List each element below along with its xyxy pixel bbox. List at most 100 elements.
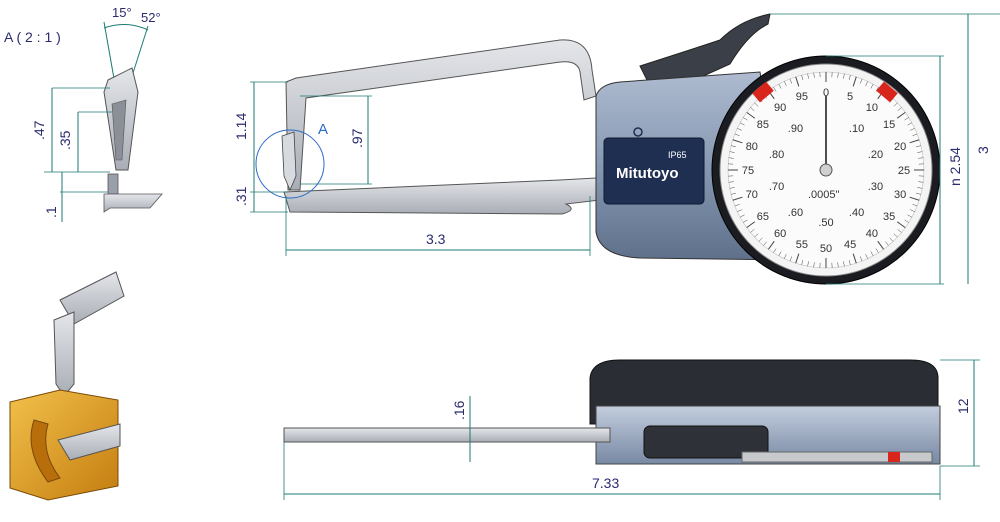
dial-tick	[795, 76, 800, 87]
dial-tick	[734, 133, 740, 136]
dial-outer-number: 95	[796, 91, 808, 103]
dial-tick	[732, 139, 743, 144]
dial-tick	[870, 84, 874, 89]
dim-114-label: 1.14	[233, 113, 249, 140]
dial-tick	[917, 187, 923, 189]
dial-tick	[843, 73, 845, 79]
dial-tick	[907, 214, 912, 218]
screw-icon	[633, 127, 643, 137]
dim-035-label: .35	[57, 130, 73, 150]
tolerance-clip-right	[876, 81, 898, 103]
callout-label: A	[318, 121, 328, 138]
dim-12-label: 12	[955, 398, 971, 414]
dial-tick	[746, 221, 756, 229]
dial-tick	[896, 111, 906, 119]
dial-inner-scale: .10.20.30.40.50.60.70.80.90	[769, 123, 883, 229]
dial-tick	[877, 240, 885, 250]
dial-tick	[773, 87, 777, 92]
dial-tick	[754, 233, 759, 238]
dial-tick	[743, 117, 748, 121]
dial-tick	[918, 181, 924, 183]
dial-tick	[746, 111, 756, 119]
dial-hub	[819, 163, 833, 177]
dial-tick	[740, 214, 745, 218]
dial-outer-number: 50	[820, 243, 832, 255]
dial-tick	[907, 122, 912, 126]
dial-tick	[807, 261, 809, 267]
dial-tick	[728, 181, 734, 183]
dial-tick	[843, 261, 845, 267]
dial-inner-number: .50	[818, 217, 833, 229]
dial-tick	[870, 251, 874, 256]
dial-tick	[865, 254, 868, 259]
dim-33-label: 3.3	[426, 231, 446, 247]
dial-tick	[734, 204, 740, 207]
brand-plate	[603, 137, 705, 205]
dim-047-label: .47	[31, 120, 47, 140]
dial-tick	[740, 122, 745, 126]
dial-tick	[918, 157, 924, 159]
dial-tick	[860, 78, 863, 84]
dim-01-label: .1	[43, 206, 59, 218]
lifting-lever	[639, 13, 771, 87]
dial-tick	[801, 260, 804, 265]
dial-tick	[737, 128, 742, 131]
dial-tick	[910, 209, 915, 212]
dial-tick	[813, 72, 815, 78]
dial-inner-number: .70	[769, 181, 784, 193]
dial-inner-number: .40	[849, 207, 864, 219]
dial-tick	[732, 196, 743, 201]
dim-097-label: .97	[349, 128, 365, 148]
dial-outer-number: 35	[883, 211, 895, 223]
dial-tick	[778, 251, 782, 256]
dim-733-label: 7.33	[592, 475, 619, 491]
dim-031-label: .31	[233, 186, 249, 206]
illustration-jaw	[53, 311, 75, 397]
dial-tick	[758, 237, 763, 242]
dial-tick	[912, 204, 918, 207]
illustration-lower-jaw	[57, 423, 121, 461]
dial-outer-number: 80	[746, 141, 758, 153]
dial-tick	[897, 107, 902, 111]
upper-contact-point	[281, 131, 297, 192]
dial-outer-number: 90	[774, 102, 786, 114]
dial-inner-number: .60	[788, 207, 803, 219]
dial-inner-number: .80	[769, 149, 784, 161]
dial-outer-number: 75	[742, 165, 754, 177]
dial-tick	[767, 240, 775, 250]
side-view: .16 12 7.33	[283, 359, 980, 500]
dial-tick	[910, 128, 915, 131]
side-arm	[283, 427, 611, 443]
dial-tick	[729, 151, 735, 153]
dial-tick	[909, 139, 920, 144]
dial-tick	[904, 117, 909, 121]
dial-outer-number: 15	[883, 119, 895, 131]
dial-tick	[801, 75, 804, 80]
dial-tick	[754, 102, 759, 107]
dial-tick	[852, 253, 857, 264]
dial-tick	[743, 219, 748, 223]
dial-outer-number: 55	[796, 239, 808, 251]
dial-tick	[729, 187, 735, 189]
dial-outer-number: 65	[757, 211, 769, 223]
angle-52-label: 52°	[141, 10, 161, 25]
dial-tick	[795, 253, 800, 264]
ip-rating: IP65	[668, 150, 687, 160]
dial-tick	[893, 233, 898, 238]
jaw-neck	[107, 173, 119, 195]
dial-tick	[904, 219, 909, 223]
detail-a-view: A ( 2 : 1 ) 15° 52° .47 .35 .1	[4, 5, 163, 222]
dial-tick	[784, 81, 787, 86]
dial-tick	[852, 76, 857, 87]
dial-tick	[731, 192, 736, 195]
dial-tick	[837, 72, 839, 78]
dial-tick	[917, 151, 923, 153]
dial-tick	[848, 75, 851, 80]
dial-tick	[731, 145, 736, 148]
dial-outer-number: 20	[894, 141, 906, 153]
dial-tick	[837, 262, 839, 268]
jaw-tip-facet	[111, 99, 127, 161]
